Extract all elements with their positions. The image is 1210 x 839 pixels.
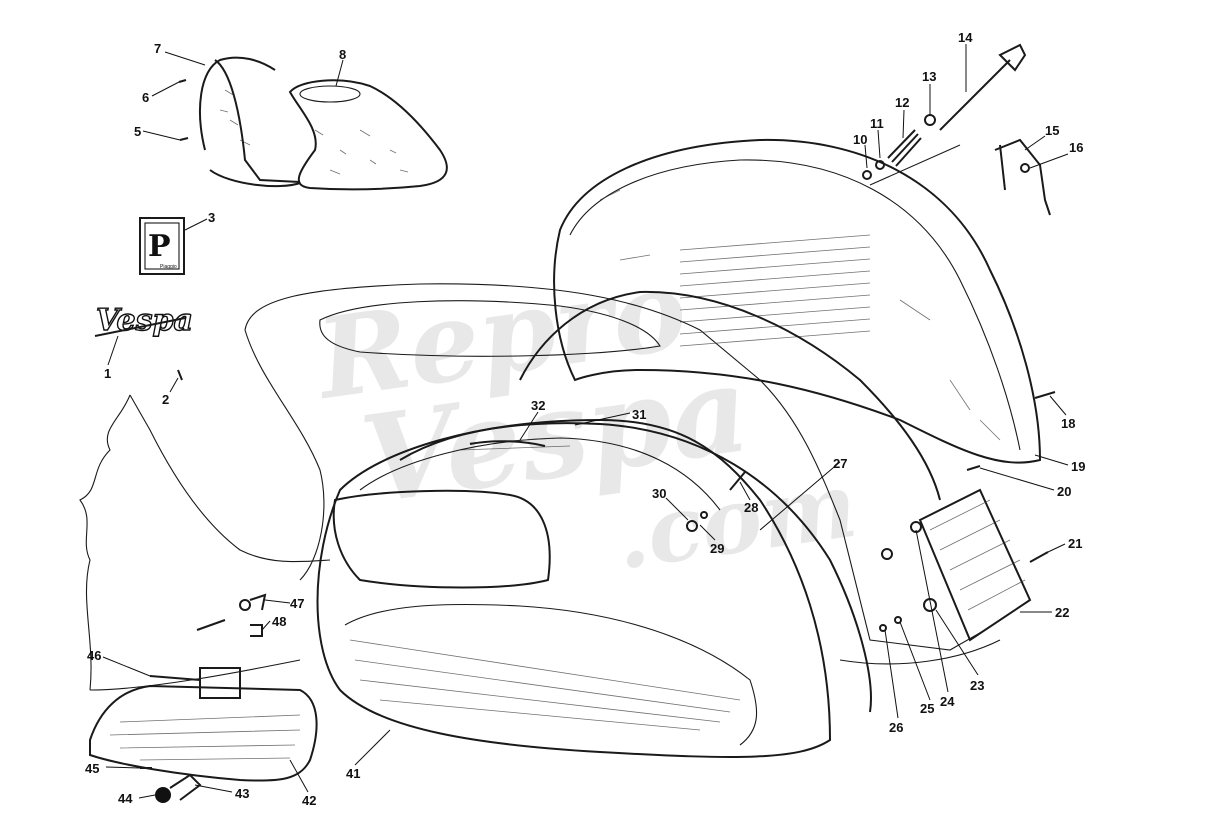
- callout-46: 46: [87, 648, 101, 663]
- callout-22: 22: [1055, 605, 1069, 620]
- bolt-part-18: [1034, 391, 1056, 399]
- callout-42: 42: [302, 793, 316, 808]
- callout-16: 16: [1069, 140, 1083, 155]
- frame-body-outline: [79, 283, 1031, 691]
- callout-20: 20: [1057, 484, 1071, 499]
- piaggio-badge-part-3: P Piaggio: [139, 217, 185, 275]
- lock-parts-43-45: [140, 767, 202, 803]
- callout-7: 7: [154, 41, 161, 56]
- callout-11: 11: [870, 116, 884, 131]
- callout-28: 28: [744, 500, 758, 515]
- callout-24: 24: [940, 694, 955, 709]
- callout-26: 26: [889, 720, 903, 735]
- spring-clip-part-15: [994, 138, 1051, 216]
- callout-30: 30: [652, 486, 666, 501]
- callout-27: 27: [833, 456, 847, 471]
- badge-text: Piaggio: [160, 264, 177, 270]
- pin-part-20: [966, 465, 981, 471]
- callout-15: 15: [1045, 123, 1059, 138]
- callout-18: 18: [1061, 416, 1075, 431]
- leader-lines: [102, 44, 1069, 799]
- callout-8: 8: [339, 47, 346, 62]
- callout-19: 19: [1071, 459, 1085, 474]
- callout-23: 23: [970, 678, 984, 693]
- bolts-28-30: [686, 471, 746, 532]
- callout-6: 6: [142, 90, 149, 105]
- callout-labels: 1 2 3 5 6 7 8 10 11 12 13 14 15 16 18 19…: [85, 30, 1085, 808]
- callout-3: 3: [208, 210, 215, 225]
- engine-cowl-right: [553, 138, 1042, 464]
- callout-43: 43: [235, 786, 249, 801]
- vespa-emblem-part-1: Vespa: [94, 302, 194, 339]
- callout-1: 1: [104, 366, 111, 381]
- callout-29: 29: [710, 541, 724, 556]
- callout-12: 12: [895, 95, 909, 110]
- latch-parts-47-48: [196, 593, 267, 637]
- callout-5: 5: [134, 124, 141, 139]
- pins-5-6: [178, 79, 189, 141]
- callout-21: 21: [1068, 536, 1082, 551]
- callout-48: 48: [272, 614, 286, 629]
- callout-13: 13: [922, 69, 936, 84]
- watermark: Repro Vespa .com: [307, 245, 863, 591]
- callout-14: 14: [958, 30, 973, 45]
- callout-25: 25: [920, 701, 934, 716]
- callout-32: 32: [531, 398, 545, 413]
- callout-10: 10: [853, 132, 867, 147]
- glovebox-lid-part-42: [89, 667, 318, 782]
- screw-part-2: [177, 369, 183, 381]
- callout-45: 45: [85, 761, 99, 776]
- callout-2: 2: [162, 392, 169, 407]
- callout-31: 31: [632, 407, 646, 422]
- callout-47: 47: [290, 596, 304, 611]
- horn-cover-part-8: [288, 79, 448, 191]
- plate-bracket-part-22: [879, 488, 1049, 642]
- badge-letter: P: [148, 229, 171, 264]
- hood-lock-assembly: [862, 43, 1027, 186]
- strip-part-32: [469, 440, 546, 447]
- callout-41: 41: [346, 766, 360, 781]
- trim-bracket-part-7: [199, 56, 301, 188]
- callout-44: 44: [118, 791, 133, 806]
- beading-strip-part-27: [399, 290, 941, 713]
